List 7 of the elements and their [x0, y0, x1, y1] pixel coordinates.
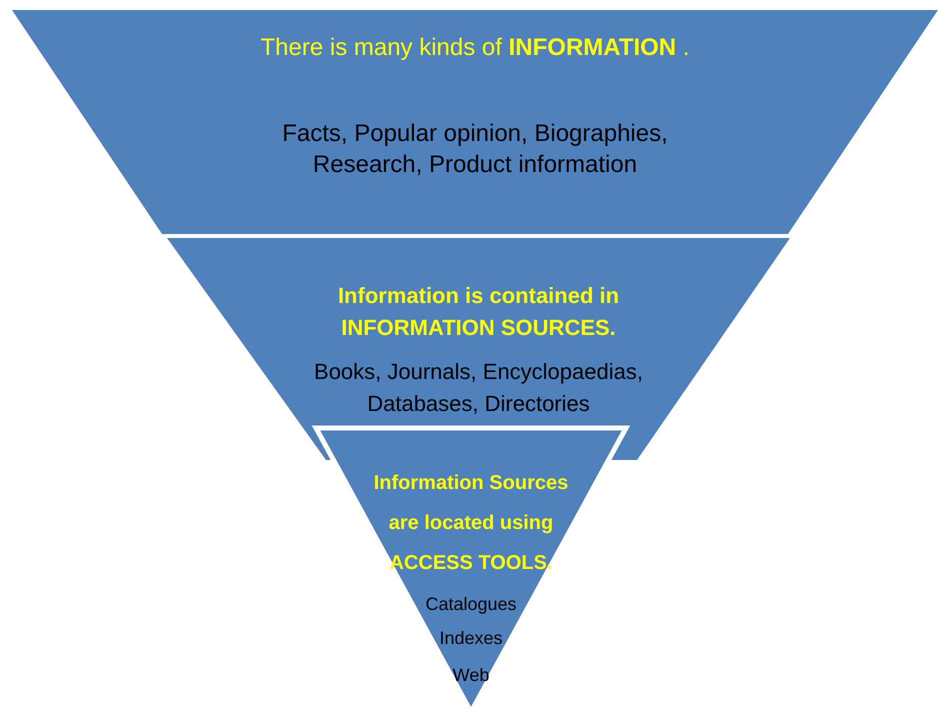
- body-text: Facts, Popular opinion, Biographies, Research, Product information: [281, 119, 669, 180]
- list-item: Web: [452, 664, 490, 687]
- heading-text: Information is contained in INFORMATION SOURCES.: [336, 282, 620, 342]
- list-item: Catalogues: [424, 593, 518, 616]
- list-item: Indexes: [438, 627, 504, 650]
- body-text: Books, Journals, Encyclopaedias, Databases, Directories: [313, 358, 644, 418]
- heading-text: There is many kinds of INFORMATION .: [260, 33, 690, 63]
